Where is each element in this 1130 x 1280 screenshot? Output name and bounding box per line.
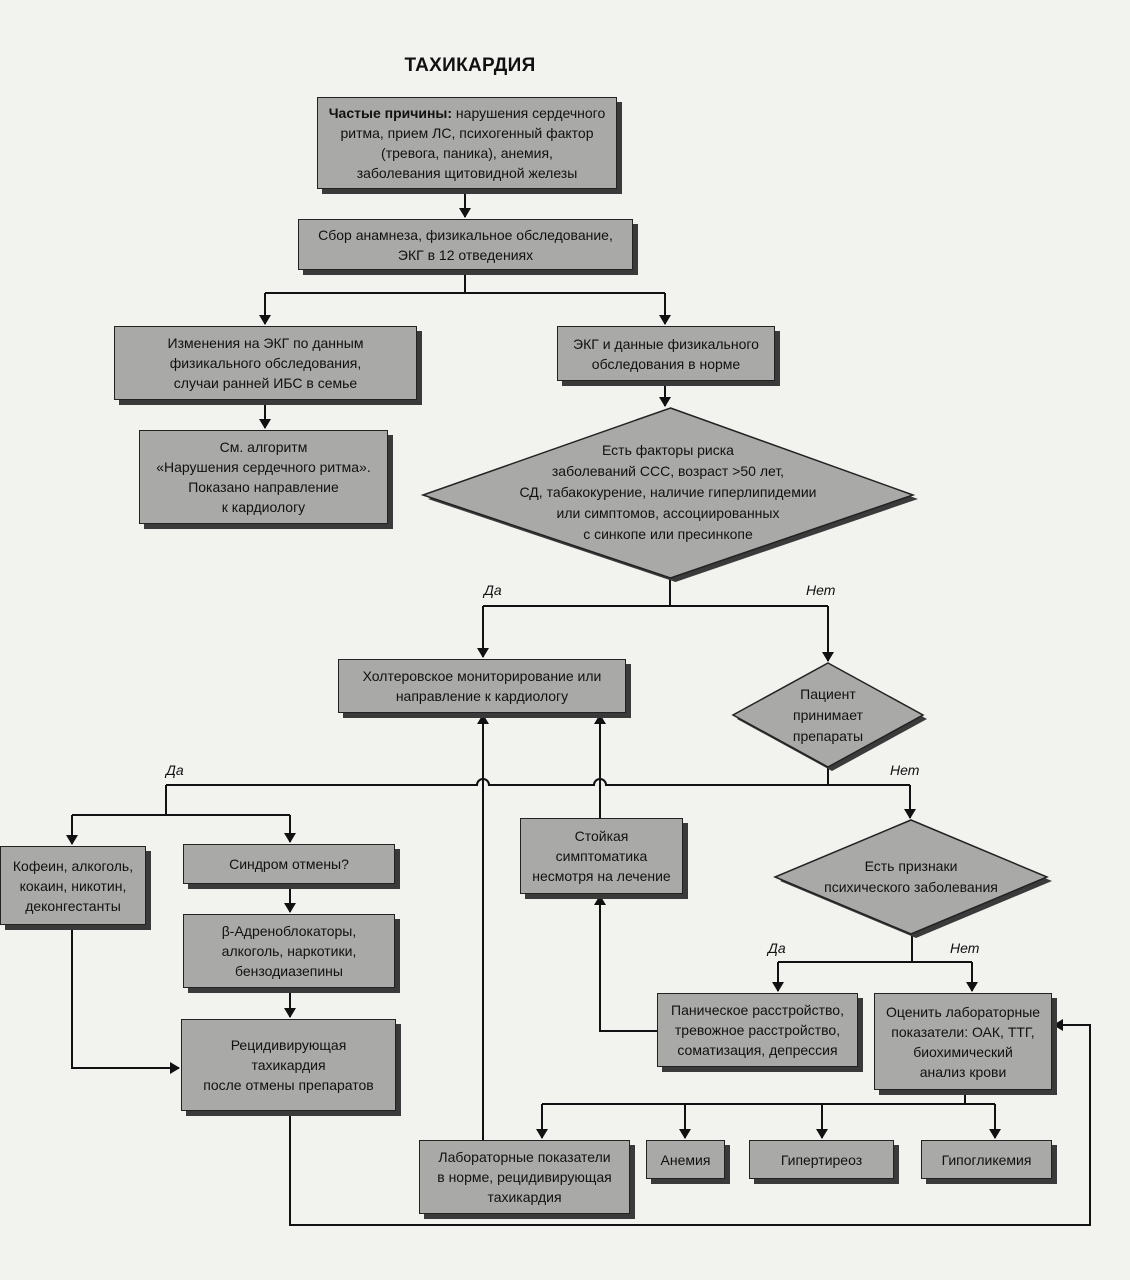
arrowhead (904, 809, 916, 819)
mental-illness-diamond: Есть признаки психического заболевания (824, 858, 998, 895)
arrowhead (966, 982, 978, 992)
arrowhead (989, 1129, 1001, 1139)
evaluate-labs-box: Оценить лабораторные показатели: ОАК, ТТ… (874, 993, 1052, 1090)
arrowhead (772, 982, 784, 992)
arrowhead (477, 714, 489, 724)
takes-meds-diamond-shape (731, 662, 927, 771)
no-label-mental: Нет (950, 940, 980, 956)
yes-label-mental: Да (768, 940, 786, 956)
takes-meds-diamond: Пациент принимает препараты (792, 685, 864, 744)
hyperthyroidism-box: Гипертиреоз (749, 1140, 894, 1179)
arrowhead (822, 652, 834, 662)
arrowhead (459, 208, 471, 218)
risk-factors-diamond-shape (420, 407, 918, 582)
yes-label-risk: Да (484, 582, 502, 598)
connector-panic-persistent (599, 896, 657, 1032)
history-exam-box: Сбор анамнеза, физикальное обследование,… (298, 219, 633, 270)
arrowhead (1053, 1019, 1063, 1031)
common-causes-box: Частые причины: нарушения сердечного рит… (317, 97, 617, 189)
arrowhead (536, 1129, 548, 1139)
yes-label-meds: Да (166, 762, 184, 778)
arrowhead (259, 419, 271, 429)
withdrawal-syndrome-box: Синдром отмены? (183, 844, 395, 884)
arrowhead (259, 315, 271, 325)
arrowhead (284, 833, 296, 843)
arrowhead (66, 835, 78, 845)
panic-disorder-box: Паническое расстройство, тревожное расст… (657, 993, 858, 1067)
ecg-normal-box: ЭКГ и данные физикального обследования в… (557, 326, 775, 381)
arrowhead (659, 315, 671, 325)
no-label-meds: Нет (890, 762, 920, 778)
ecg-changes-box: Изменения на ЭКГ по данным физикального … (114, 326, 417, 400)
no-label-risk: Нет (806, 582, 836, 598)
mental-illness-diamond-shape (773, 819, 1052, 938)
arrowhead (594, 895, 606, 905)
persistent-symptoms-box: Стойкая симптоматика несмотря на лечение (520, 818, 683, 894)
see-algorithm-box: См. алгоритм «Нарушения сердечного ритма… (139, 430, 388, 524)
risk-factors-diamond: Есть факторы риска заболеваний ССС, возр… (519, 441, 817, 542)
causes-text: нарушения сердечного ритма, прием ЛС, пс… (340, 105, 606, 181)
arrowhead (477, 648, 489, 658)
connector-recurrent-labs (289, 1024, 1091, 1226)
recurrent-tachycardia-box: Рецидивирующая тахикардия после отмены п… (181, 1019, 396, 1111)
anemia-box: Анемия (646, 1140, 725, 1179)
labs-normal-box: Лабораторные показатели в норме, рецидив… (419, 1140, 630, 1214)
page-title: ТАХИКАРДИЯ (404, 55, 536, 76)
connector-caffeine-recurrent (71, 925, 179, 1069)
arrowhead (170, 1062, 180, 1074)
arrowhead (679, 1129, 691, 1139)
arrowhead (816, 1129, 828, 1139)
caffeine-alcohol-box: Кофеин, алкоголь, кокаин, никотин, декон… (0, 846, 146, 925)
hypoglycemia-box: Гипогликемия (921, 1140, 1052, 1179)
holter-referral-box: Холтеровское мониторирование или направл… (338, 659, 626, 713)
beta-blockers-box: β-Адреноблокаторы, алкоголь, наркотики, … (183, 914, 395, 988)
arrowhead (594, 714, 606, 724)
arrowhead (284, 903, 296, 913)
causes-heading: Частые причины: (328, 105, 453, 121)
connector-meds-bar (166, 778, 910, 786)
arrowhead (284, 1008, 296, 1018)
arrowhead (659, 397, 671, 407)
